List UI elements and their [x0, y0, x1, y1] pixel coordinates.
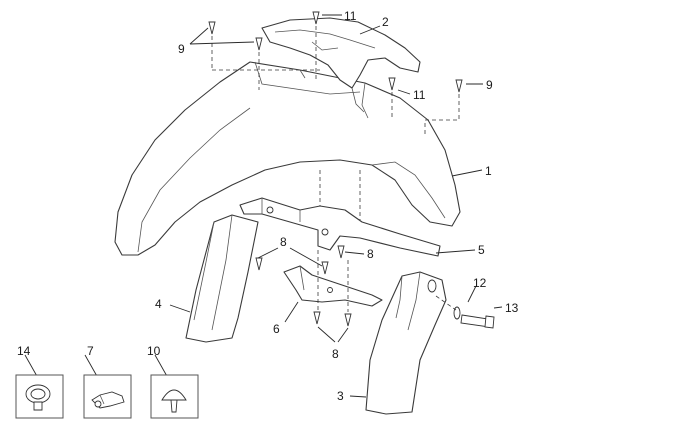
box-part-10 — [150, 374, 199, 419]
part-2-upper-cover — [261, 17, 421, 113]
part-1-front-mudguard — [114, 61, 461, 256]
callout-8-right: 8 — [367, 247, 374, 261]
callout-8-lower: 8 — [332, 347, 339, 361]
part-3-right-fork-guard — [365, 271, 447, 415]
callout-13: 13 — [505, 301, 519, 315]
callout-9-right: 9 — [486, 78, 493, 92]
callout-8-upper: 8 — [280, 235, 287, 249]
screw-set — [208, 11, 463, 327]
box-part-7 — [83, 374, 132, 419]
callout-5: 5 — [478, 243, 485, 257]
assembly-dashed-lines — [211, 26, 460, 312]
callout-4: 4 — [155, 297, 162, 311]
callout-6: 6 — [273, 322, 280, 336]
callout-9-left: 9 — [178, 42, 185, 56]
callout-3: 3 — [337, 389, 344, 403]
callout-1: 1 — [485, 164, 492, 178]
callout-14: 14 — [17, 344, 31, 358]
callout-7: 7 — [87, 344, 94, 358]
callout-2: 2 — [382, 15, 389, 29]
callout-11-mid: 11 — [413, 88, 426, 102]
callout-12: 12 — [473, 276, 487, 290]
part-4-left-fork-guard — [185, 214, 259, 343]
callout-11-top: 11 — [344, 9, 357, 23]
leader-lines — [24, 14, 503, 398]
part-13-bolt — [460, 314, 495, 329]
callout-10: 10 — [147, 344, 161, 358]
part-6-small-bracket — [283, 265, 383, 307]
box-part-14 — [15, 374, 64, 419]
